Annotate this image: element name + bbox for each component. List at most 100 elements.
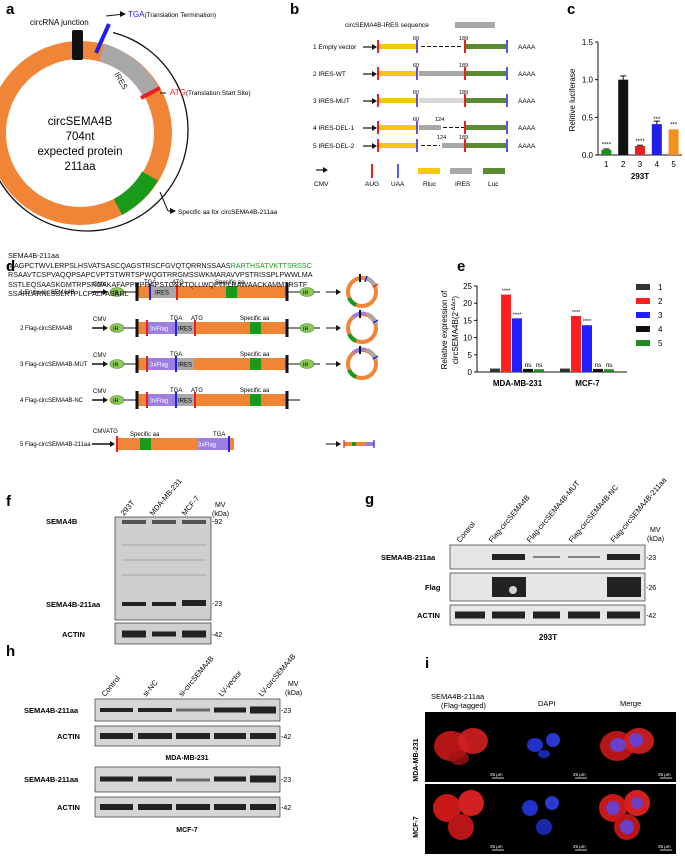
i-col-3: Merge <box>620 699 641 708</box>
i-scale: 25 μm <box>490 772 503 777</box>
g-cell-label: 293T <box>539 633 557 642</box>
i-row-2: MCF-7 <box>413 816 420 837</box>
c-xlabel: 293T <box>631 172 649 181</box>
f-marker-23-val: 23 <box>214 601 222 608</box>
g-marker-26: -26 <box>646 585 656 592</box>
pos-189: 189 <box>459 63 468 69</box>
pos-60: 60 <box>413 90 419 96</box>
b-construct-3: 3 IRES-MUT <box>313 98 350 105</box>
e-ylabel2-main: circSEMA4B(2 <box>451 312 460 365</box>
seq-line-3: SSTLEQSAASKGMTRPSRGAKAFAPPRPRAPSTGCKTQLL… <box>8 279 308 289</box>
panel-f: 293T MDA-MB-231 MCF-7 MV (kDa) SEMA4B SE… <box>46 477 229 645</box>
ires-seq-label: circSEMA4B-IRES sequence <box>345 22 429 29</box>
specific-aa-label: Specific aa for circSEMA4B-211aa <box>178 209 278 216</box>
panel-letter-c: c <box>567 1 575 18</box>
center-line-4: 211aa <box>64 161 96 173</box>
h-cell-2: MCF-7 <box>176 827 197 834</box>
f-marker-92-val: 92 <box>214 519 222 526</box>
polya: AAAA <box>518 44 536 51</box>
h-label-211aa-1: SEMA4B-211aa <box>24 706 79 715</box>
seq-line-1-black: MAGPCTWVLERPSLHSVATSASCQAGSTRSCFGVQTQRRN… <box>8 260 231 270</box>
c-xtick-label: 2 <box>621 160 626 169</box>
panel-h: Control si-NC si-circSEMA4B LV-vector LV… <box>24 652 302 834</box>
e-sig: **** <box>572 310 581 316</box>
e-legend-swatch <box>636 326 650 332</box>
pos-60: 60 <box>413 36 419 42</box>
h-marker-23-val: 23 <box>283 708 291 715</box>
panel-i: SEMA4B-211aa (Flag-tagged) DAPI Merge MD… <box>413 692 676 854</box>
d-flag: 3xFlag <box>150 327 168 333</box>
c-bar-5 <box>668 129 679 155</box>
e-sig: **** <box>502 289 511 295</box>
i-scale: 25 μm <box>573 844 586 849</box>
e-ylabel2-sup: -ΔΔct <box>451 298 457 312</box>
f-marker-42-val: 42 <box>214 632 222 639</box>
pos-124: 124 <box>437 135 446 141</box>
c-xtick-label: 5 <box>671 160 676 169</box>
seq-title: SEMA4B-211aa <box>8 251 60 260</box>
i-col-2: DAPI <box>538 699 556 708</box>
d-ir: IR <box>303 327 309 333</box>
outer-arc <box>0 28 189 232</box>
f-marker-42: -42 <box>212 632 222 639</box>
c-sig: *** <box>670 122 678 128</box>
junction-marker <box>72 30 83 60</box>
c-bar-4 <box>651 124 662 155</box>
i-scale: 25 μm <box>658 844 671 849</box>
e-ylabel2-close: ) <box>451 296 460 299</box>
f-label-211aa: SEMA4B-211aa <box>46 600 101 609</box>
e-legend-swatch <box>636 284 650 290</box>
i-scale: 25 μm <box>573 772 586 777</box>
e-ytick-label: 15 <box>463 316 472 325</box>
legend-rluc: Rluc <box>423 181 437 188</box>
d-specific: Specific aa <box>240 316 270 322</box>
d-construct-4: 4 Flag-circSEMA4B-NC <box>20 398 84 404</box>
h-marker-42-val: 42 <box>283 734 291 741</box>
e-legend-label: 4 <box>658 325 663 334</box>
h-cell-1: MDA-MB-231 <box>165 755 208 762</box>
b-construct-5: 5 IRES-DEL-2 <box>313 143 355 150</box>
e-legend-swatch <box>636 298 650 304</box>
h-label-211aa-2: SEMA4B-211aa <box>24 775 79 784</box>
e-sig: ns <box>525 362 533 369</box>
e-bar-2 <box>571 315 581 372</box>
c-bar-2 <box>618 79 629 155</box>
center-line-1: circSEMA4B <box>48 116 113 128</box>
e-bar-5 <box>534 369 544 372</box>
e-bar-3 <box>582 325 592 372</box>
h-label-actin-1: ACTIN <box>57 732 80 741</box>
f-lane-1: 293T <box>119 498 137 517</box>
panel-letter-i: i <box>425 655 429 672</box>
d-specific: Specific aa <box>240 388 270 394</box>
e-legend-label: 1 <box>658 283 663 292</box>
d-ires: IRES <box>155 291 169 297</box>
c-ytick-label: 0.5 <box>582 113 594 122</box>
legend-uaa: UAA <box>391 181 405 188</box>
h-marker-42b-val: 42 <box>283 805 291 812</box>
pos-189: 189 <box>459 135 468 141</box>
ires-seq-bar <box>455 22 495 28</box>
h-marker-42: -42 <box>281 734 291 741</box>
e-sig: ns <box>606 362 614 369</box>
e-legend-swatch <box>636 312 650 318</box>
polya: AAAA <box>518 125 536 132</box>
g-marker-23: -23 <box>646 555 656 562</box>
h-lane-4: LV-vector <box>217 668 244 698</box>
panel-b: circSEMA4B-IRES sequence 1 Empty vector … <box>313 22 536 188</box>
e-ytick-label: 10 <box>463 334 472 343</box>
pos-189: 189 <box>459 90 468 96</box>
e-ytick-label: 5 <box>468 351 473 360</box>
polya: AAAA <box>518 71 536 78</box>
e-sig: **** <box>583 319 592 325</box>
h-kda: (kDa) <box>285 690 302 697</box>
e-group-label: MDA-MB-231 <box>493 379 543 388</box>
ires-arc <box>98 43 159 97</box>
e-bar-4 <box>523 368 533 372</box>
g-marker-42-val: 42 <box>648 613 656 620</box>
panel-letter-h: h <box>6 643 15 660</box>
tga-marker <box>94 23 111 54</box>
d-cmv: CMV <box>93 282 106 288</box>
d-cmv: CMV <box>93 429 106 435</box>
panel-letter-e: e <box>457 258 465 275</box>
